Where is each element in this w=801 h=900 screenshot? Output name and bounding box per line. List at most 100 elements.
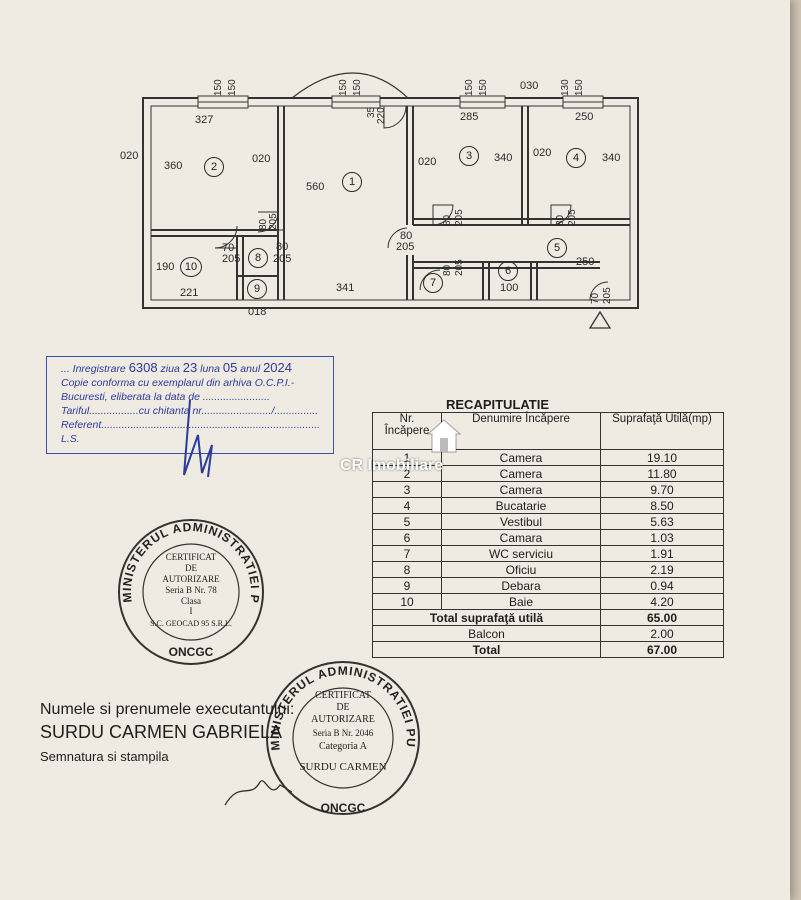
- dim-wall: 030: [520, 80, 539, 92]
- room-area-cell: 5.63: [600, 513, 724, 530]
- recap-table: Nr. Încăpere Denumire Încăpere Suprafaţă…: [372, 412, 724, 658]
- certificate-stamp-2: MINISTERUL ADMINISTRATIEI PUBLICE CERTIF…: [258, 652, 420, 815]
- room-name-cell: Camera: [441, 465, 601, 482]
- room-area-cell: 4.20: [600, 593, 724, 610]
- window-dim: 150: [352, 79, 363, 96]
- signature-mark: [224, 780, 293, 806]
- window-dim: 150: [464, 79, 475, 96]
- executant-name: SURDU CARMEN GABRIELA: [40, 722, 283, 742]
- room-name-cell: Oficiu: [441, 561, 601, 578]
- door-dim: 205: [454, 259, 465, 276]
- balcon-label: Balcon: [372, 625, 601, 642]
- window-dim: 150: [338, 79, 349, 96]
- floor-plan: [142, 72, 639, 329]
- recap-title: RECAPITULATIE: [446, 397, 550, 412]
- room-number-cell: 3: [372, 481, 442, 498]
- reg-number: 6308: [128, 360, 158, 375]
- room-number-cell: 6: [372, 529, 442, 546]
- window-dim: 150: [227, 79, 238, 96]
- room-number: 7: [423, 273, 443, 293]
- dim-room4-depth: 340: [602, 152, 621, 164]
- stamp1-line: AUTORIZARE: [162, 574, 220, 584]
- dim-room2-width: 327: [195, 114, 214, 126]
- dim-wall: 020: [533, 147, 552, 159]
- dim-room3-depth: 340: [494, 152, 513, 164]
- door-dim: 80: [442, 214, 453, 226]
- col-header: Suprafaţă Utilă(mp): [600, 412, 724, 450]
- total-util-label: Total suprafaţă utilă: [372, 609, 601, 626]
- door-dim: 205: [273, 253, 292, 265]
- room-area-cell: 8.50: [600, 497, 724, 514]
- room-area-cell: 0.94: [600, 577, 724, 594]
- total-value: 67.00: [600, 641, 724, 658]
- balcon-value: 2.00: [600, 625, 724, 642]
- window-dim: 150: [213, 79, 224, 96]
- room-name-cell: Camera: [441, 481, 601, 498]
- room-number-cell: 5: [372, 513, 442, 530]
- dim-room5-width: 250: [576, 256, 595, 268]
- dim-room1-width: 341: [336, 282, 355, 294]
- dim-wall: 020: [252, 153, 271, 165]
- room-number: 10: [180, 257, 202, 277]
- stamp2-line: Categoria A: [319, 741, 368, 752]
- reg-month-label: luna: [200, 363, 220, 375]
- reg-day: 23: [182, 360, 198, 375]
- stamp1-line: DE: [185, 563, 197, 573]
- room-number: 3: [459, 146, 479, 166]
- certificate-stamp-1: MINISTERUL ADMINISTRATIEI PUBLICE CERTIF…: [108, 510, 264, 665]
- reg-prefix: ... Inregistrare: [61, 363, 126, 375]
- window-dim: 150: [478, 79, 489, 96]
- total-util-value: 65.00: [600, 609, 724, 626]
- stamp1-line: Clasa: [181, 596, 201, 606]
- room-area-cell: 1.91: [600, 545, 724, 562]
- dim-room4-width: 250: [575, 111, 594, 123]
- room-name-cell: Camera: [441, 449, 601, 466]
- signature-label: Semnatura si stampila: [40, 749, 169, 764]
- stamp1-line: Seria B Nr. 78: [165, 585, 217, 595]
- stamp2-line: SURDU CARMEN: [299, 761, 386, 773]
- room-number: 5: [547, 238, 567, 258]
- room-number-cell: 7: [372, 545, 442, 562]
- stamp2-line: CERTIFICAT: [315, 690, 371, 701]
- reg-year-label: anul: [240, 363, 261, 375]
- dim-room2-depth: 360: [164, 160, 183, 172]
- door-dim: 80: [442, 264, 453, 276]
- door-dim: 205: [567, 209, 578, 226]
- room-area-cell: 19.10: [600, 449, 724, 466]
- dim-room3-width: 285: [460, 111, 479, 123]
- reg-line: Copie conforma cu exemplarul din arhiva …: [61, 377, 295, 389]
- dim-room1-depth: 560: [306, 181, 325, 193]
- window-dim: 130: [560, 79, 571, 96]
- dim-room6-width: 100: [500, 282, 519, 294]
- window-dim: 150: [574, 79, 585, 96]
- room-number-cell: 10: [372, 593, 442, 610]
- stamp2-line: Seria B Nr. 2046: [313, 728, 374, 738]
- room-area-cell: 1.03: [600, 529, 724, 546]
- door-dim: 70: [590, 292, 601, 304]
- dim-room10-depth: 190: [156, 261, 175, 273]
- door-dim: 205: [454, 209, 465, 226]
- room-number-cell: 8: [372, 561, 442, 578]
- door-dim: 205: [396, 241, 415, 253]
- room-name-cell: Vestibul: [441, 513, 601, 530]
- reg-line: L.S.: [61, 433, 80, 445]
- door-dim: 80: [555, 214, 566, 226]
- door-dim: 205: [268, 213, 279, 230]
- dim-wall: 018: [248, 306, 267, 318]
- stamp2-bottom: ONCGC: [321, 801, 366, 815]
- room-area-cell: 11.80: [600, 465, 724, 482]
- stamp2-line: DE: [336, 702, 349, 713]
- room-name-cell: Camara: [441, 529, 601, 546]
- room-number: 2: [204, 157, 224, 177]
- door-dim: 80: [400, 230, 413, 242]
- signature-mark: [183, 399, 213, 478]
- stamp1-line: I: [190, 606, 193, 616]
- col-header: Denumire Încăpere: [441, 412, 601, 450]
- room-area-cell: 2.19: [600, 561, 724, 578]
